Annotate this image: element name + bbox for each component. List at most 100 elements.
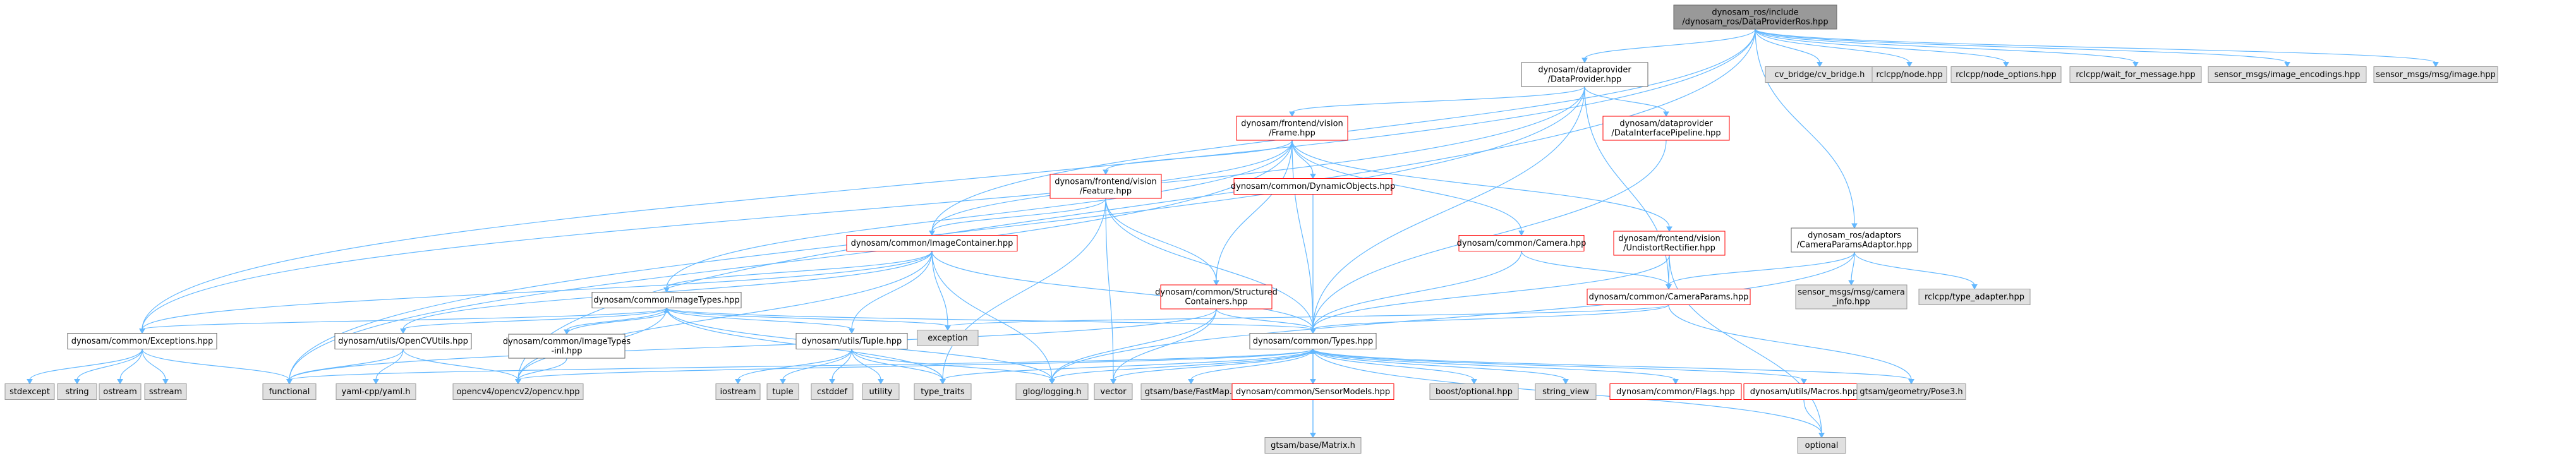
node-box <box>1856 383 1966 400</box>
edge-dataprovider-to-functional <box>289 86 1585 380</box>
node-macros[interactable]: dynosam/utils/Macros.hpp <box>1743 383 1865 400</box>
edge-arrowhead <box>74 379 80 385</box>
edge-feature-to-structcont <box>1105 198 1217 282</box>
node-stringview[interactable]: string_view <box>1535 383 1597 400</box>
node-box <box>262 383 317 400</box>
node-camparamsadaptor[interactable]: dynosam_ros/adaptors/CameraParamsAdaptor… <box>1791 227 1918 253</box>
node-opencvutils[interactable]: dynosam/utils/OpenCVUtils.hpp <box>334 333 472 349</box>
node-box <box>1872 66 1947 83</box>
edge-structcont-to-functional <box>289 308 1217 380</box>
node-root[interactable]: dynosam_ros/include/dynosam_ros/DataProv… <box>1673 4 1837 30</box>
node-caminfo[interactable]: sensor_msgs/msg/camera_info.hpp <box>1795 284 1908 310</box>
node-box <box>1673 4 1837 30</box>
node-matrix[interactable]: gtsam/base/Matrix.h <box>1264 437 1362 454</box>
node-box <box>1429 383 1519 400</box>
edge-root-to-camparamsadaptor <box>1755 28 1855 225</box>
edge-feature-to-typetraits <box>942 198 1106 380</box>
node-frame[interactable]: dynosam/frontend/vision/Frame.hpp <box>1236 116 1348 141</box>
edge-root-to-dataprovider <box>1584 28 1756 59</box>
edge-arrowhead <box>1518 231 1525 236</box>
node-imagetypes[interactable]: dynosam/common/ImageTypes.hpp <box>591 292 742 308</box>
node-typetraits[interactable]: type_traits <box>914 383 972 400</box>
edge-tuple-to-utility <box>851 349 881 380</box>
node-box <box>1613 231 1726 256</box>
node-glog[interactable]: glog/logging.h <box>1015 383 1089 400</box>
node-rclnodeopts[interactable]: rclcpp/node_options.hpp <box>1950 66 2062 83</box>
node-opencv[interactable]: opencv4/opencv2/opencv.hpp <box>452 383 584 400</box>
node-types[interactable]: dynosam/common/Types.hpp <box>1249 333 1377 349</box>
node-rclwait[interactable]: rclcpp/wait_for_message.hpp <box>2069 66 2202 83</box>
node-label-line: iostream <box>720 387 756 397</box>
edge-dataprovider-to-frame <box>1291 86 1585 113</box>
node-imgcontainer[interactable]: dynosam/common/ImageContainer.hpp <box>846 235 1018 251</box>
node-label-line: gtsam/base/FastMap.h <box>1145 387 1237 397</box>
edge-arrowhead <box>1581 57 1588 64</box>
edge-imagetypes-to-types <box>666 307 1314 330</box>
node-label-line: glog/logging.h <box>1023 387 1082 397</box>
edge-root-to-imgenc <box>1755 28 2288 64</box>
node-feature[interactable]: dynosam/frontend/vision/Feature.hpp <box>1049 174 1162 199</box>
node-undistort[interactable]: dynosam/frontend/vision/UndistortRectifi… <box>1613 231 1726 256</box>
edge-macros-to-optional <box>1803 399 1822 434</box>
node-string[interactable]: string <box>57 383 97 400</box>
edge-opencvutils-to-functional <box>289 349 404 380</box>
edge-root-to-rclwait <box>1755 28 2136 64</box>
node-functional[interactable]: functional <box>262 383 317 400</box>
node-fastmap[interactable]: gtsam/base/FastMap.h <box>1140 383 1242 400</box>
node-stdexcept[interactable]: stdexcept <box>4 383 55 400</box>
node-optional[interactable]: optional <box>1797 437 1846 454</box>
node-dataiface[interactable]: dynosam/dataprovider/DataInterfacePipeli… <box>1602 116 1730 141</box>
node-ostream[interactable]: ostream <box>99 383 142 400</box>
edge-arrowhead <box>2003 62 2009 68</box>
nodes-layer: dynosam_ros/include/dynosam_ros/DataProv… <box>4 4 2498 454</box>
edge-arrowhead <box>1310 348 1316 354</box>
node-dataprovider[interactable]: dynosam/dataprovider/DataProvider.hpp <box>1521 62 1648 87</box>
edge-imagetypes-to-opencvutils <box>402 307 667 330</box>
edge-camparams-to-exception <box>947 304 1669 327</box>
node-sstream[interactable]: sstream <box>144 383 187 400</box>
node-yaml[interactable]: yaml-cpp/yaml.h <box>336 383 416 400</box>
node-box <box>4 383 55 400</box>
edge-frame-to-types <box>1291 140 1314 330</box>
node-boostopt[interactable]: boost/optional.hpp <box>1429 383 1519 400</box>
edge-arrowhead <box>1666 284 1672 290</box>
node-exceptions[interactable]: dynosam/common/Exceptions.hpp <box>67 333 217 349</box>
node-vector[interactable]: vector <box>1094 383 1133 400</box>
node-dynobj[interactable]: dynosam/common/DynamicObjects.hpp <box>1231 178 1395 195</box>
node-box <box>1160 284 1273 310</box>
node-tuple[interactable]: dynosam/utils/Tuple.hpp <box>795 333 908 349</box>
node-cvbridge[interactable]: cv_bridge/cv_bridge.h <box>1765 66 1875 83</box>
node-typeadapter[interactable]: rclcpp/type_adapter.hpp <box>1918 289 2031 305</box>
edge-tuple-to-glog <box>851 349 1053 380</box>
node-box <box>1231 383 1394 400</box>
node-label-line: /CameraParamsAdaptor.hpp <box>1797 241 1913 250</box>
edge-types-to-boostopt <box>1312 349 1475 380</box>
node-box <box>2069 66 2202 83</box>
node-iostream[interactable]: iostream <box>715 383 761 400</box>
node-imgenc[interactable]: sensor_msgs/image_encodings.hpp <box>2208 66 2367 83</box>
node-label-line: dynosam/common/Flags.hpp <box>1616 387 1735 397</box>
edge-imgcontainer-to-opencvutils <box>402 251 933 330</box>
node-rclnode[interactable]: rclcpp/node.hpp <box>1872 66 1947 83</box>
edge-arrowhead <box>829 379 835 385</box>
node-exception[interactable]: exception <box>917 330 979 346</box>
edge-exceptions-to-string <box>76 349 143 380</box>
node-label-line: opencv4/opencv2/opencv.hpp <box>456 387 579 397</box>
node-label-line: sstream <box>149 387 182 397</box>
node-pose3[interactable]: gtsam/geometry/Pose3.h <box>1856 383 1966 400</box>
node-box <box>452 383 584 400</box>
edge-arrowhead <box>945 325 951 331</box>
edge-arrowhead <box>27 379 33 385</box>
node-tuplestd[interactable]: tuple <box>766 383 799 400</box>
node-label-line: /Frame.hpp <box>1269 129 1315 138</box>
node-imgmsg[interactable]: sensor_msgs/msg/image.hpp <box>2373 66 2498 83</box>
node-utility[interactable]: utility <box>862 383 900 400</box>
node-camparams[interactable]: dynosam/common/CameraParams.hpp <box>1587 289 1751 305</box>
node-imagetypesinl[interactable]: dynosam/common/ImageTypes-inl.hpp <box>503 334 631 359</box>
node-cstddef[interactable]: cstddef <box>811 383 854 400</box>
node-flags[interactable]: dynosam/common/Flags.hpp <box>1609 383 1742 400</box>
node-sensormodels[interactable]: dynosam/common/SensorModels.hpp <box>1231 383 1394 400</box>
node-camera[interactable]: dynosam/common/Camera.hpp <box>1457 235 1587 251</box>
node-box <box>1521 62 1648 87</box>
